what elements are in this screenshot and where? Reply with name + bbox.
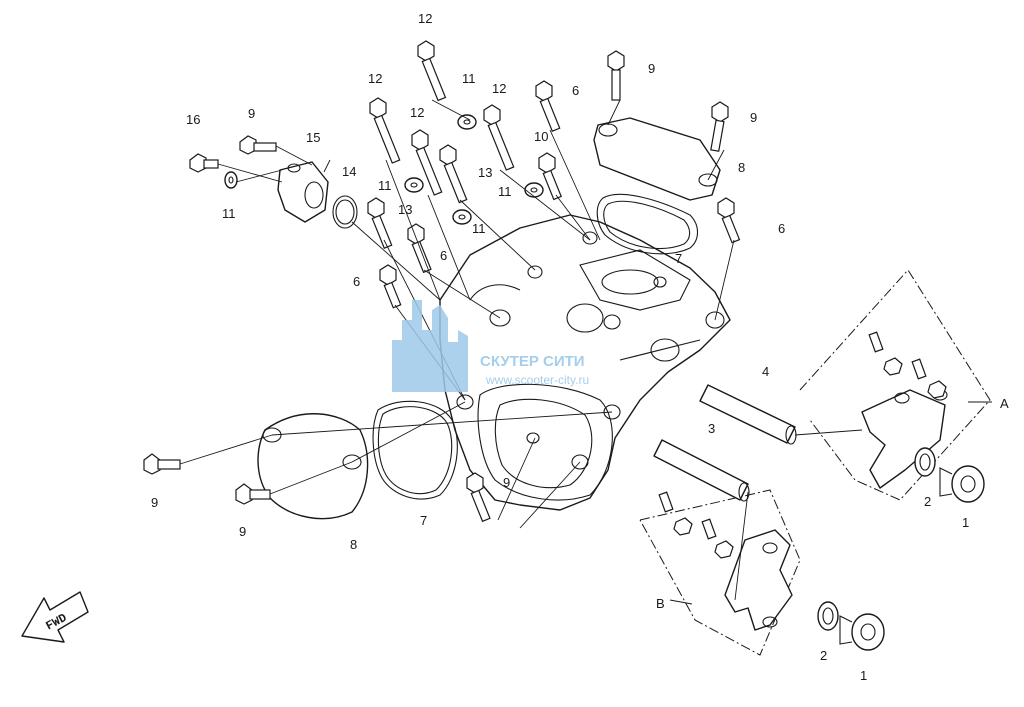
bolt-12-right: [483, 104, 515, 171]
bolt-12-mid: [411, 129, 443, 196]
plug-1b: [839, 613, 885, 651]
washers-11: [404, 114, 544, 225]
bolt-6-top: [535, 80, 561, 132]
top-cover: [593, 117, 721, 201]
rocker-arm-a: [861, 331, 948, 489]
watermark: СКУТЕР СИТИ www.scooter-city.ru: [392, 300, 589, 392]
callout-13: 13: [478, 165, 492, 180]
bolt-9-top: [607, 50, 625, 101]
bolt-16: [189, 153, 219, 173]
callout-6: 6: [572, 83, 579, 98]
callout-2: 2: [820, 648, 827, 663]
callout-7: 7: [675, 251, 682, 266]
side-cover: [257, 413, 369, 520]
callout-11: 11: [378, 178, 392, 193]
callout-a: A: [1000, 396, 1009, 411]
callout-6: 6: [778, 221, 785, 236]
group-a-outline: [799, 269, 992, 501]
cylinder-head: [439, 214, 731, 511]
callout-9: 9: [648, 61, 655, 76]
washer-2a: [914, 447, 936, 477]
callout-14: 14: [342, 164, 356, 179]
o-ring-14: [332, 195, 358, 229]
callout-2: 2: [924, 494, 931, 509]
callout-9: 9: [503, 475, 510, 490]
side-gasket: [372, 400, 458, 500]
plug-1a: [939, 465, 985, 503]
tensioner-15: [277, 161, 329, 223]
callout-16: 16: [186, 112, 200, 127]
bolt-13-b: [367, 197, 393, 249]
callout-9: 9: [151, 495, 158, 510]
watermark-url: www.scooter-city.ru: [485, 373, 589, 387]
bolt-6-right: [717, 197, 741, 244]
callout-11: 11: [222, 206, 236, 221]
watermark-name: СКУТЕР СИТИ: [480, 353, 585, 370]
bolt-6-low: [379, 264, 402, 309]
washer-11-tensioner: [224, 171, 238, 189]
bolt-12-left: [369, 97, 401, 164]
top-gasket: [596, 193, 699, 255]
bolt-9-right: [710, 101, 729, 152]
callout-12: 12: [410, 105, 424, 120]
callout-10: 10: [534, 129, 548, 144]
callout-12: 12: [492, 81, 506, 96]
callout-6: 6: [353, 274, 360, 289]
callout-15: 15: [306, 130, 320, 145]
callout-7: 7: [420, 513, 427, 528]
washer-2b: [817, 601, 839, 631]
callout-11: 11: [462, 71, 476, 86]
callout-11: 11: [472, 221, 486, 236]
callout-6: 6: [440, 248, 447, 263]
callout-1: 1: [962, 515, 969, 530]
bolt-6-left: [407, 223, 432, 274]
bolt-10: [538, 152, 562, 201]
callout-12: 12: [368, 71, 382, 86]
callout-8: 8: [738, 160, 745, 175]
bolt-9-tensioner: [239, 135, 277, 155]
leader-lines: [179, 99, 863, 601]
callout-3: 3: [708, 421, 715, 436]
bolt-12-top: [417, 40, 447, 102]
callout-4: 4: [762, 364, 769, 379]
bolt-13-a: [439, 144, 468, 204]
callout-b: B: [656, 596, 665, 611]
callout-13: 13: [398, 202, 412, 217]
fwd-arrow: FWD: [21, 591, 89, 643]
callout-11: 11: [498, 184, 512, 199]
bolt-9-left-b: [235, 483, 271, 505]
rocker-arm-b: [658, 491, 793, 631]
callout-9: 9: [750, 110, 757, 125]
bolts: [143, 40, 741, 523]
callout-9: 9: [239, 524, 246, 539]
bolt-9-left-a: [143, 453, 181, 475]
bolt-9-lower: [466, 472, 491, 523]
callout-12: 12: [418, 11, 432, 26]
rocker-shaft-3: [653, 439, 750, 502]
callout-9: 9: [248, 106, 255, 121]
callout-labels: 12 12 12 12 11 11 11 11 11 9 9 9 9 9 9 6…: [151, 11, 1009, 683]
callout-1: 1: [860, 668, 867, 683]
callout-8: 8: [350, 537, 357, 552]
